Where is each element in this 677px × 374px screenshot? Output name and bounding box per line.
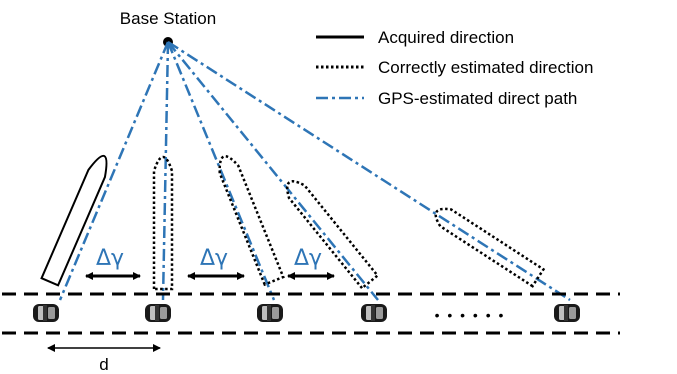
car-icon: [257, 304, 283, 322]
correct-beam-4: [285, 180, 380, 290]
car-icon: [33, 304, 59, 322]
legend-acquired-label: Acquired direction: [378, 28, 514, 47]
gps-path-4: [167, 41, 379, 301]
car-icon: [145, 304, 171, 322]
gps-path-2: [161, 41, 170, 301]
delta-gamma-label-3: Δγ: [294, 246, 322, 271]
spacing-annotations: Δγ Δγ Δγ: [85, 246, 335, 280]
acquired-beam-1: [40, 155, 108, 287]
gps-path-1: [58, 41, 170, 301]
car-icon: [554, 304, 580, 322]
gps-paths: [58, 40, 571, 302]
ellipsis: • • • • • •: [435, 307, 506, 323]
gps-path-3: [166, 41, 276, 301]
road: [2, 292, 620, 335]
correct-beam-2: [152, 155, 174, 291]
correct-beam-5: [434, 207, 546, 288]
legend-correct-label: Correctly estimated direction: [378, 58, 593, 77]
gps-path-5: [167, 40, 571, 302]
base-station-label: Base Station: [120, 9, 216, 28]
distance-label: d: [99, 355, 108, 374]
correct-beams: [152, 155, 546, 291]
delta-gamma-label-1: Δγ: [96, 246, 124, 271]
legend-gps-label: GPS-estimated direct path: [378, 89, 577, 108]
car-icon: [361, 304, 387, 322]
delta-gamma-label-2: Δγ: [200, 246, 228, 271]
correct-beam-3: [218, 155, 285, 287]
legend: Acquired direction Correctly estimated d…: [316, 28, 593, 108]
